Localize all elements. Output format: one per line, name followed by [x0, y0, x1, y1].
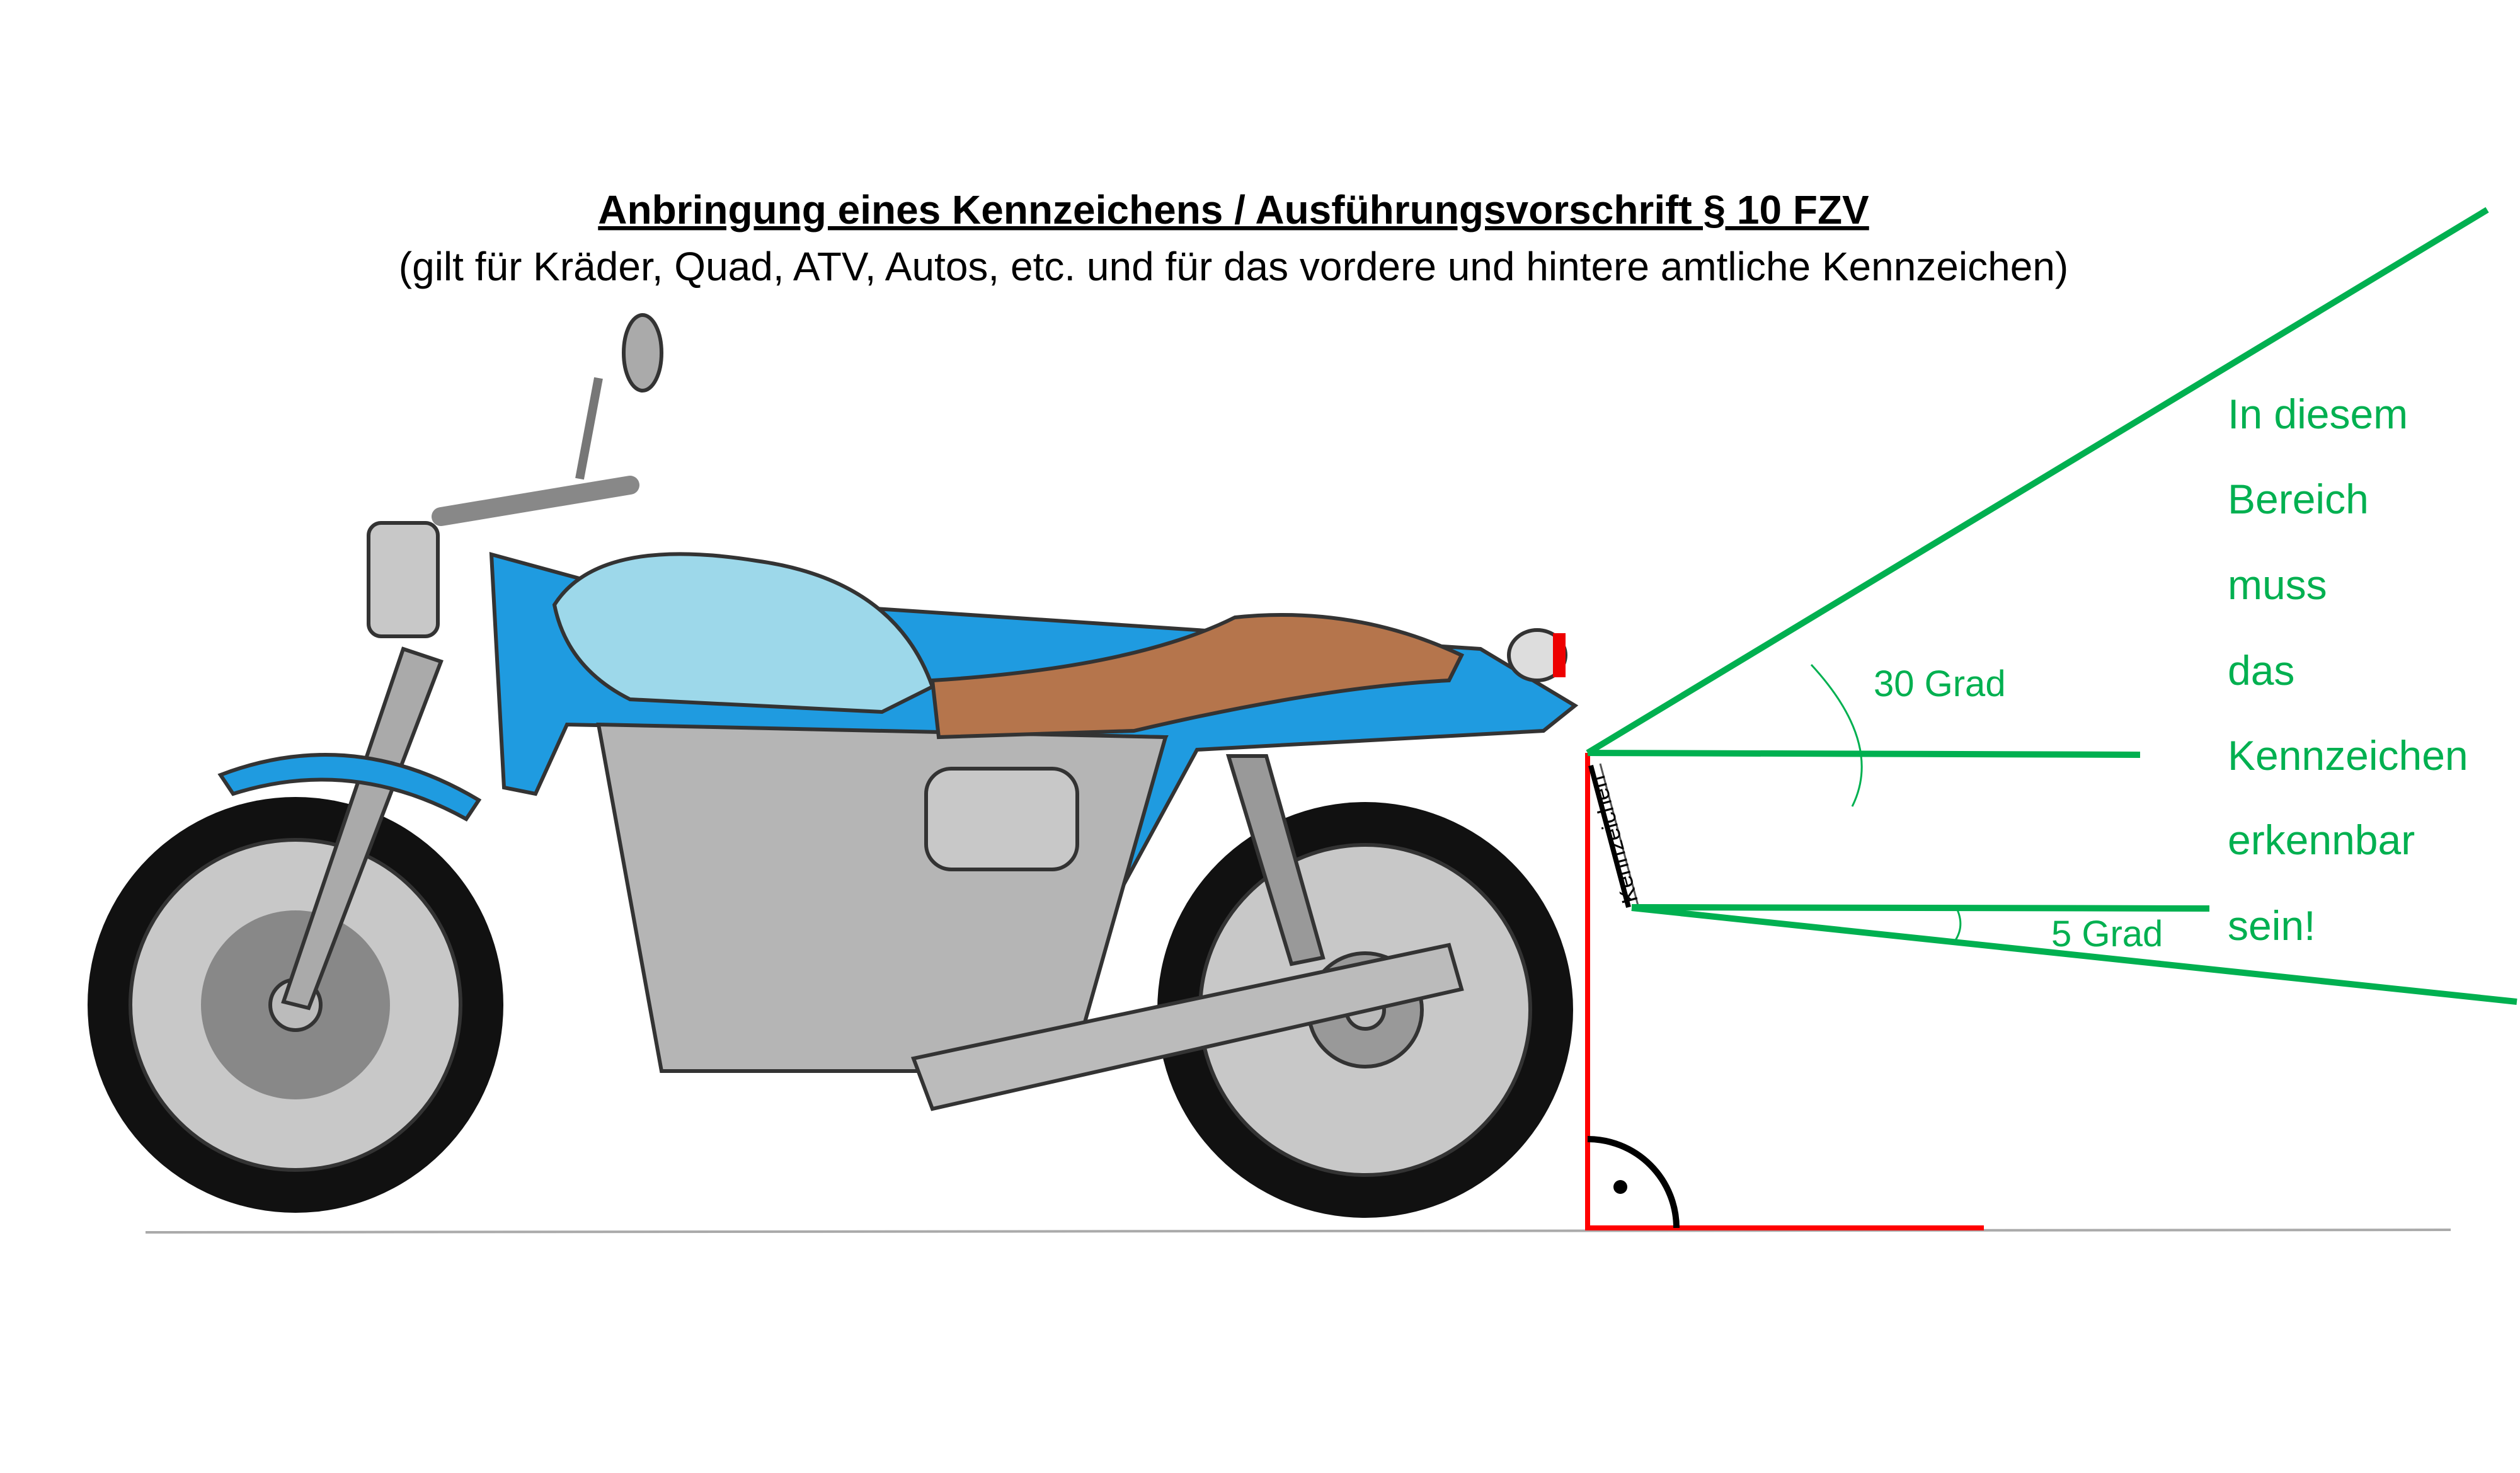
- lower-horizontal-line: [1631, 904, 2210, 912]
- seat: [930, 613, 1465, 740]
- lower-5-degree-line: [1631, 905, 2517, 1005]
- headlight: [367, 521, 440, 638]
- upper-angle-arc: [1810, 663, 1863, 807]
- rear-shock: [1225, 754, 1326, 966]
- note-line: Kennzeichen: [2228, 732, 2468, 779]
- note-line: In diesem: [2228, 391, 2408, 437]
- handlebar: [432, 476, 639, 526]
- front-fender: [217, 753, 482, 822]
- note-line: das: [2228, 647, 2294, 694]
- note-line: Bereich: [2228, 476, 2369, 522]
- right-angle-icon: [1587, 1136, 1680, 1229]
- engine: [596, 722, 1168, 1073]
- upper-30-degree-line: [1586, 207, 2489, 756]
- side-cover: [924, 767, 1079, 871]
- lower-angle-arc: [1953, 907, 1962, 943]
- fuel-tank: [552, 552, 935, 714]
- upper-angle-label: 30 Grad: [1874, 663, 2006, 704]
- ground-line: [145, 1229, 2451, 1234]
- mirror: [622, 313, 663, 393]
- note-line: erkennbar: [2228, 817, 2415, 863]
- lower-angle-label: 5 Grad: [2051, 914, 2163, 954]
- tail-light-red: [1553, 633, 1566, 677]
- visibility-note: In diesem Bereich muss das Kennzeichen e…: [2228, 391, 2468, 949]
- upper-horizontal-line: [1587, 750, 2141, 758]
- note-line: sein!: [2228, 902, 2315, 949]
- motorcycle-illustration: [88, 313, 1579, 1218]
- diagram-subtitle: (gilt für Kräder, Quad, ATV, Autos, etc.…: [399, 244, 2068, 289]
- vertical-horizontal-reference: [1585, 753, 1984, 1230]
- right-angle-dot-icon: [1613, 1180, 1627, 1194]
- exhaust: [910, 943, 1464, 1111]
- license-plate: Kennzeichen: [1584, 763, 1643, 908]
- front-fork: [281, 646, 444, 1011]
- plate-label: Kennzeichen: [1584, 773, 1642, 907]
- note-line: muss: [2228, 561, 2327, 608]
- diagram-title: Anbringung eines Kennzeichens / Ausführu…: [598, 187, 1869, 232]
